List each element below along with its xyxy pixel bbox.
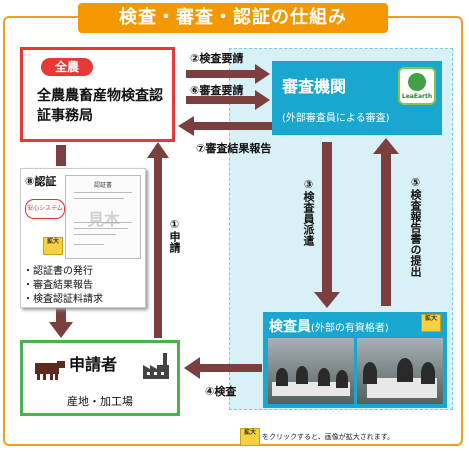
label-dispatch-inspector: ③検査員派遣 — [302, 178, 315, 246]
inspector-title-text: 検査員 — [269, 319, 311, 335]
inspection-photo-2[interactable] — [357, 338, 443, 404]
review-agency-box: 審査機関 (外部審査員による審査) LeaEarth — [272, 61, 442, 135]
inspector-box: 検査員(外部の有資格者) 拡大 — [263, 312, 447, 408]
sample-watermark: 見本 — [87, 210, 120, 229]
leaearth-logo: LeaEarth — [398, 67, 436, 105]
zennoh-office-box: 全農 全農農畜産物検査認証事務局 — [20, 47, 175, 142]
paper-line — [74, 192, 132, 193]
applicant-subtitle: 産地・加工場 — [67, 395, 133, 408]
arrow-inspection — [184, 357, 262, 379]
arrow-review-request — [186, 90, 270, 110]
label-review-request: ⑥審査要請 — [190, 84, 244, 97]
person-shape — [397, 358, 413, 382]
arrow-review-result — [178, 116, 272, 136]
person-shape — [363, 362, 377, 384]
certificate-title: 認証書 — [93, 182, 112, 189]
list-item: ・認証書の発行 — [23, 266, 93, 277]
zennoh-badge: 全農 — [41, 58, 93, 76]
paper-line — [74, 198, 124, 199]
leaf-icon — [408, 73, 426, 91]
inspector-subtitle: (外部の有資格者) — [311, 323, 389, 334]
label-review-result: ⑦審査結果報告 — [196, 142, 272, 155]
certificate-sample-image[interactable]: 認証書 見本 — [65, 175, 141, 259]
person-shape — [296, 366, 308, 384]
arrow-submit-report — [373, 138, 399, 306]
paper-line — [74, 234, 116, 235]
list-item: ・検査認証料請求 — [23, 294, 103, 305]
label-inspection: ④検査 — [205, 385, 237, 398]
arrow-application — [147, 142, 169, 338]
certification-duties: ・認証書の発行 ・審査結果報告 ・検査認証料請求 — [23, 265, 103, 307]
zoom-inspector-button[interactable]: 拡大 — [421, 314, 441, 332]
zoom-note: 拡大 をクリックすると、画像が拡大されます。 — [240, 428, 395, 446]
zoom-certificate-button[interactable]: 拡大 — [43, 237, 63, 255]
applicant-title: 申請者 — [69, 355, 118, 374]
label-application: ①申請 — [168, 218, 181, 253]
paper-line — [74, 244, 104, 245]
arrow-zennoh-to-cert — [56, 145, 66, 166]
zoom-note-text: をクリックすると、画像が拡大されます。 — [262, 433, 395, 441]
label-inspection-request: ②検査要請 — [190, 52, 244, 65]
person-shape — [276, 368, 288, 386]
paper-line — [74, 222, 132, 223]
list-item: ・審査結果報告 — [23, 280, 93, 291]
table-shape — [367, 378, 437, 398]
arrow-cert-to-applicant — [49, 306, 73, 338]
zoom-icon: 拡大 — [240, 428, 260, 446]
inspection-photo-1[interactable] — [268, 338, 354, 404]
arrow-inspection-request — [186, 64, 270, 84]
table-shape — [272, 382, 350, 396]
review-agency-title: 審査機関 — [282, 77, 347, 96]
anshin-system-logo: 安心システム — [25, 199, 65, 219]
certification-card: ⑧認証 安心システム 拡大 認証書 見本 ・認証書の発行 ・審査結果報告 ・検査… — [20, 168, 146, 308]
person-shape — [336, 370, 348, 388]
person-shape — [318, 368, 330, 386]
inspector-title: 検査員(外部の有資格者) — [269, 316, 389, 336]
applicant-box: 申請者 産地・加工場 — [20, 340, 180, 416]
paper-line — [74, 228, 128, 229]
cow-icon — [35, 361, 65, 380]
certification-label: ⑧認証 — [25, 175, 57, 188]
review-agency-subtitle: (外部審査員による審査) — [282, 113, 390, 124]
arrow-dispatch-inspector — [314, 142, 340, 308]
factory-icon — [143, 353, 169, 379]
person-shape — [421, 362, 435, 384]
diagram-title: 検査・審査・認証の仕組み — [78, 3, 388, 33]
leaearth-logo-text: LeaEarth — [401, 93, 433, 100]
label-submit-report: ⑤検査報告書の提出 — [409, 176, 422, 277]
zennoh-office-name: 全農農畜産物検査認証事務局 — [37, 88, 163, 124]
